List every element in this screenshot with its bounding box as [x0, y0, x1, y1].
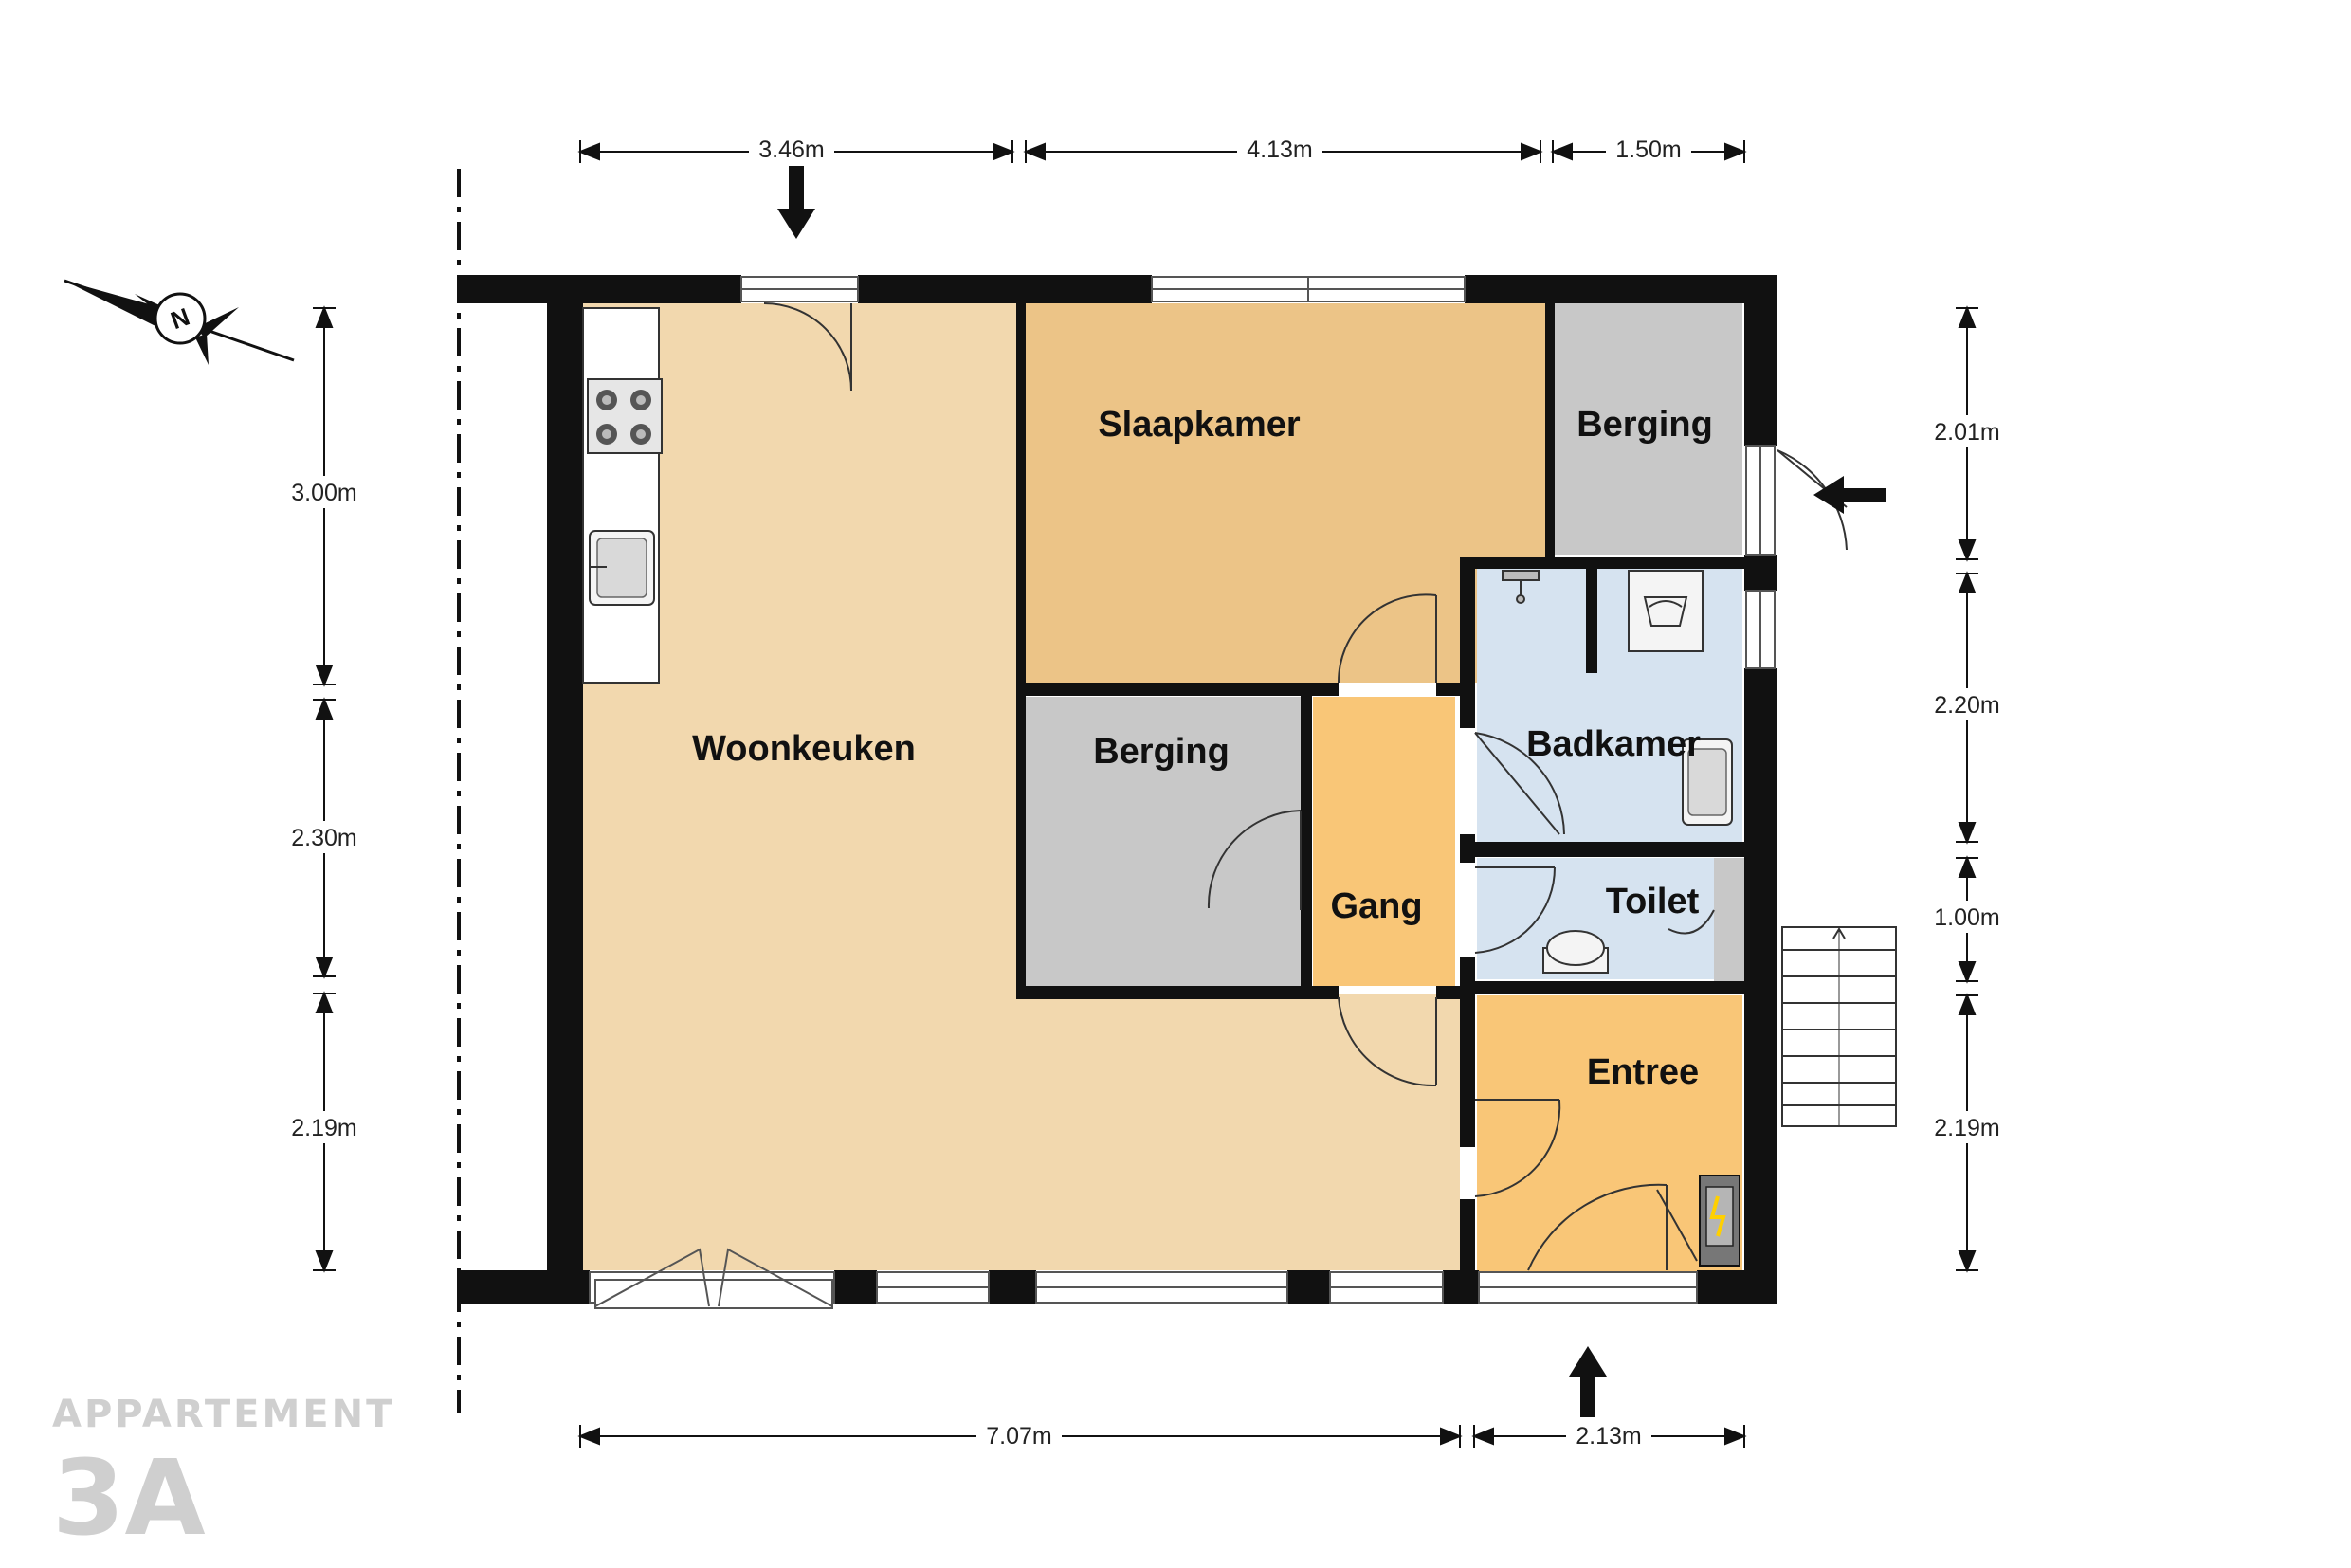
room-label-slaapkamer: Slaapkamer — [1098, 405, 1301, 445]
bottom-wall-seg3 — [989, 1270, 1036, 1304]
top-wall-mid — [858, 275, 1152, 303]
room-fills — [580, 303, 1742, 1272]
dimension-labels: 3.46m 4.13m 1.50m 7.07m 2.13m 3.00m 2.30… — [282, 136, 2009, 1450]
dim-right-1: 2.01m — [1934, 419, 1999, 446]
door-gang-bottom — [1338, 996, 1437, 1087]
wall-toilet-right — [1714, 858, 1744, 981]
door-toilet — [1474, 866, 1557, 954]
door-meter-cabinet — [1656, 1189, 1698, 1262]
meter-cabinet-icon — [1699, 1175, 1740, 1267]
dim-top-2: 4.13m — [1247, 137, 1312, 163]
dim-left-3: 2.19m — [291, 1115, 356, 1141]
compass-icon: N — [64, 279, 295, 365]
door-berging-mid — [1207, 810, 1302, 910]
wall-gang-bath-4 — [1460, 1199, 1475, 1275]
door-entree-front — [1527, 1183, 1668, 1271]
dim-left-2: 2.30m — [291, 825, 356, 851]
entrance-arrows — [777, 166, 1886, 1417]
entrance-arrow-icon — [1569, 1346, 1607, 1417]
stove-icon — [587, 378, 663, 454]
wall-woon-slaap — [1016, 275, 1026, 995]
room-label-berging-mid: Berging — [1093, 732, 1230, 772]
dim-top-1: 3.46m — [758, 137, 824, 163]
room-label-toilet: Toilet — [1606, 882, 1700, 921]
room-label-entree: Entree — [1587, 1052, 1699, 1092]
wall-berging-top — [1465, 557, 1749, 569]
room-labels: Woonkeuken Slaapkamer Berging Berging Ga… — [692, 405, 1713, 1092]
brand-line1: APPARTEMENT — [52, 1393, 394, 1436]
wall-gang-bath — [1460, 557, 1475, 728]
right-wall-mid — [1744, 555, 1777, 591]
door-woonkeuken-top — [763, 302, 852, 392]
room-label-gang: Gang — [1330, 886, 1422, 926]
kitchen-counter — [582, 307, 663, 684]
toilet-icon — [1542, 930, 1609, 974]
wall-slaap-bottom-left — [1016, 683, 1339, 696]
right-wall-lower — [1744, 668, 1777, 1304]
wall-bath-toilet — [1467, 842, 1744, 857]
stairs-icon — [1781, 926, 1897, 1127]
bottom-wall-seg4 — [1287, 1270, 1330, 1304]
bath-sink-icon — [1682, 738, 1733, 826]
shower-icon — [1502, 570, 1540, 604]
door-badkamer — [1474, 732, 1565, 835]
top-wall-right — [1465, 275, 1777, 303]
woonkeuken-floor — [580, 303, 1460, 1270]
left-wall — [547, 275, 583, 1304]
door-entree-side — [1474, 1099, 1561, 1197]
door-slaapkamer — [1337, 593, 1437, 684]
wall-toilet-entree — [1467, 981, 1744, 994]
gang-floor — [1313, 697, 1455, 986]
doors — [594, 302, 1848, 1309]
wall-slaap-berging — [1545, 275, 1555, 559]
dim-right-4: 2.19m — [1934, 1115, 1999, 1141]
dim-right-3: 1.00m — [1934, 904, 1999, 931]
counter — [582, 307, 660, 684]
dim-bottom-1: 7.07m — [986, 1423, 1051, 1449]
brand-line2: 3A — [52, 1437, 206, 1559]
washing-machine-icon — [1628, 570, 1704, 652]
entree-floor — [1477, 995, 1742, 1272]
room-label-berging-top: Berging — [1576, 405, 1713, 445]
sink-icon — [589, 530, 655, 606]
dim-bottom-2: 2.13m — [1576, 1423, 1641, 1449]
door-terrace — [594, 1248, 833, 1309]
entrance-arrow-icon — [777, 166, 815, 239]
wall-gang-bath-3 — [1460, 957, 1475, 1147]
dim-right-2: 2.20m — [1934, 692, 1999, 719]
room-label-woonkeuken: Woonkeuken — [692, 729, 916, 769]
entrance-arrow-icon — [1813, 476, 1886, 514]
berging-top-floor — [1553, 303, 1742, 555]
toilet-roll-icon — [1668, 909, 1715, 935]
berging-mid-floor — [1024, 697, 1305, 986]
slaapkamer-floor — [1024, 303, 1545, 683]
bottom-wall-seg5 — [1443, 1270, 1479, 1304]
bottom-wall-seg2 — [834, 1270, 877, 1304]
top-wall-left — [457, 275, 741, 303]
walls — [457, 275, 1777, 1304]
wall-berging-gang — [1301, 696, 1312, 990]
right-wall-top — [1744, 275, 1777, 446]
wall-lower-left — [1016, 986, 1339, 999]
dim-top-3: 1.50m — [1615, 137, 1681, 163]
wall-lower-right — [1436, 986, 1474, 999]
wall-shower-divider — [1586, 567, 1597, 673]
room-label-badkamer: Badkamer — [1526, 724, 1701, 764]
dim-left-1: 3.00m — [291, 480, 356, 506]
branding: APPARTEMENT 3A — [52, 1393, 394, 1559]
